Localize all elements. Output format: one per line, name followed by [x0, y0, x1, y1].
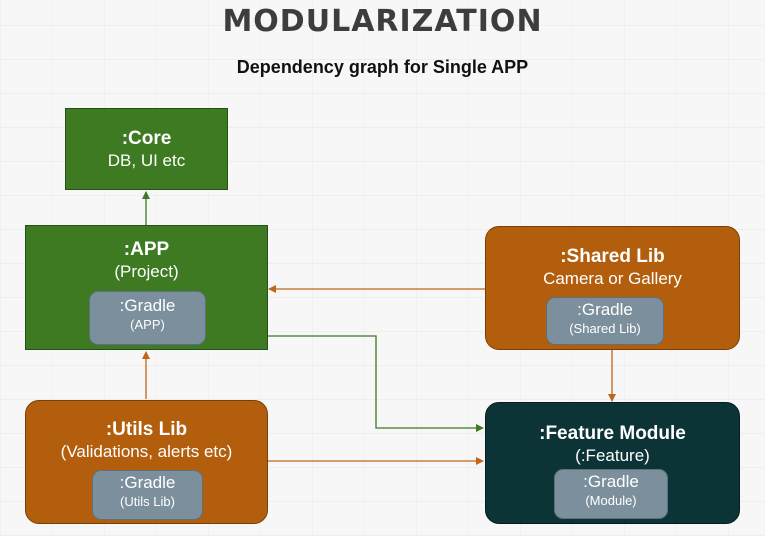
app-gradle-subtitle: (APP)	[130, 317, 165, 332]
utils-lib-gradle-subtitle: (Utils Lib)	[120, 494, 175, 509]
shared-lib-gradle-subtitle: (Shared Lib)	[569, 321, 641, 336]
feature-module-subtitle: (:Feature)	[575, 446, 650, 465]
feature-module-gradle-subtitle: (Module)	[585, 493, 637, 508]
app-node: :APP (Project) :Gradle (APP)	[25, 225, 268, 350]
app-gradle-box: :Gradle (APP)	[89, 291, 206, 345]
feature-module-gradle-title: :Gradle	[583, 472, 639, 491]
utils-lib-title: :Utils Lib	[105, 419, 188, 440]
core-node: :Core DB, UI etc	[65, 108, 228, 190]
shared-lib-gradle-box: :Gradle (Shared Lib)	[546, 297, 664, 345]
feature-module-title: :Feature Module	[539, 423, 686, 444]
shared-lib-gradle-title: :Gradle	[577, 300, 633, 319]
page-subtitle: Dependency graph for Single APP	[236, 57, 529, 77]
feature-module-gradle-box: :Gradle (Module)	[554, 469, 668, 519]
utils-lib-subtitle: (Validations, alerts etc)	[60, 442, 233, 461]
core-subtitle: DB, UI etc	[107, 151, 186, 170]
feature-module-node: :Feature Module (:Feature) :Gradle (Modu…	[485, 402, 740, 524]
utils-lib-gradle-box: :Gradle (Utils Lib)	[92, 470, 203, 520]
core-title: :Core	[121, 128, 172, 149]
shared-lib-title: :Shared Lib	[560, 246, 665, 267]
utils-lib-node: :Utils Lib (Validations, alerts etc) :Gr…	[25, 400, 268, 524]
app-title: :APP	[123, 239, 170, 260]
shared-lib-node: :Shared Lib Camera or Gallery :Gradle (S…	[485, 226, 740, 350]
edge-app-to-feature	[268, 335, 484, 432]
app-gradle-title: :Gradle	[119, 296, 176, 315]
shared-lib-subtitle: Camera or Gallery	[543, 269, 682, 288]
page-title: MODULARIZATION	[222, 4, 543, 39]
app-subtitle: (Project)	[114, 262, 179, 281]
utils-lib-gradle-title: :Gradle	[119, 473, 176, 492]
